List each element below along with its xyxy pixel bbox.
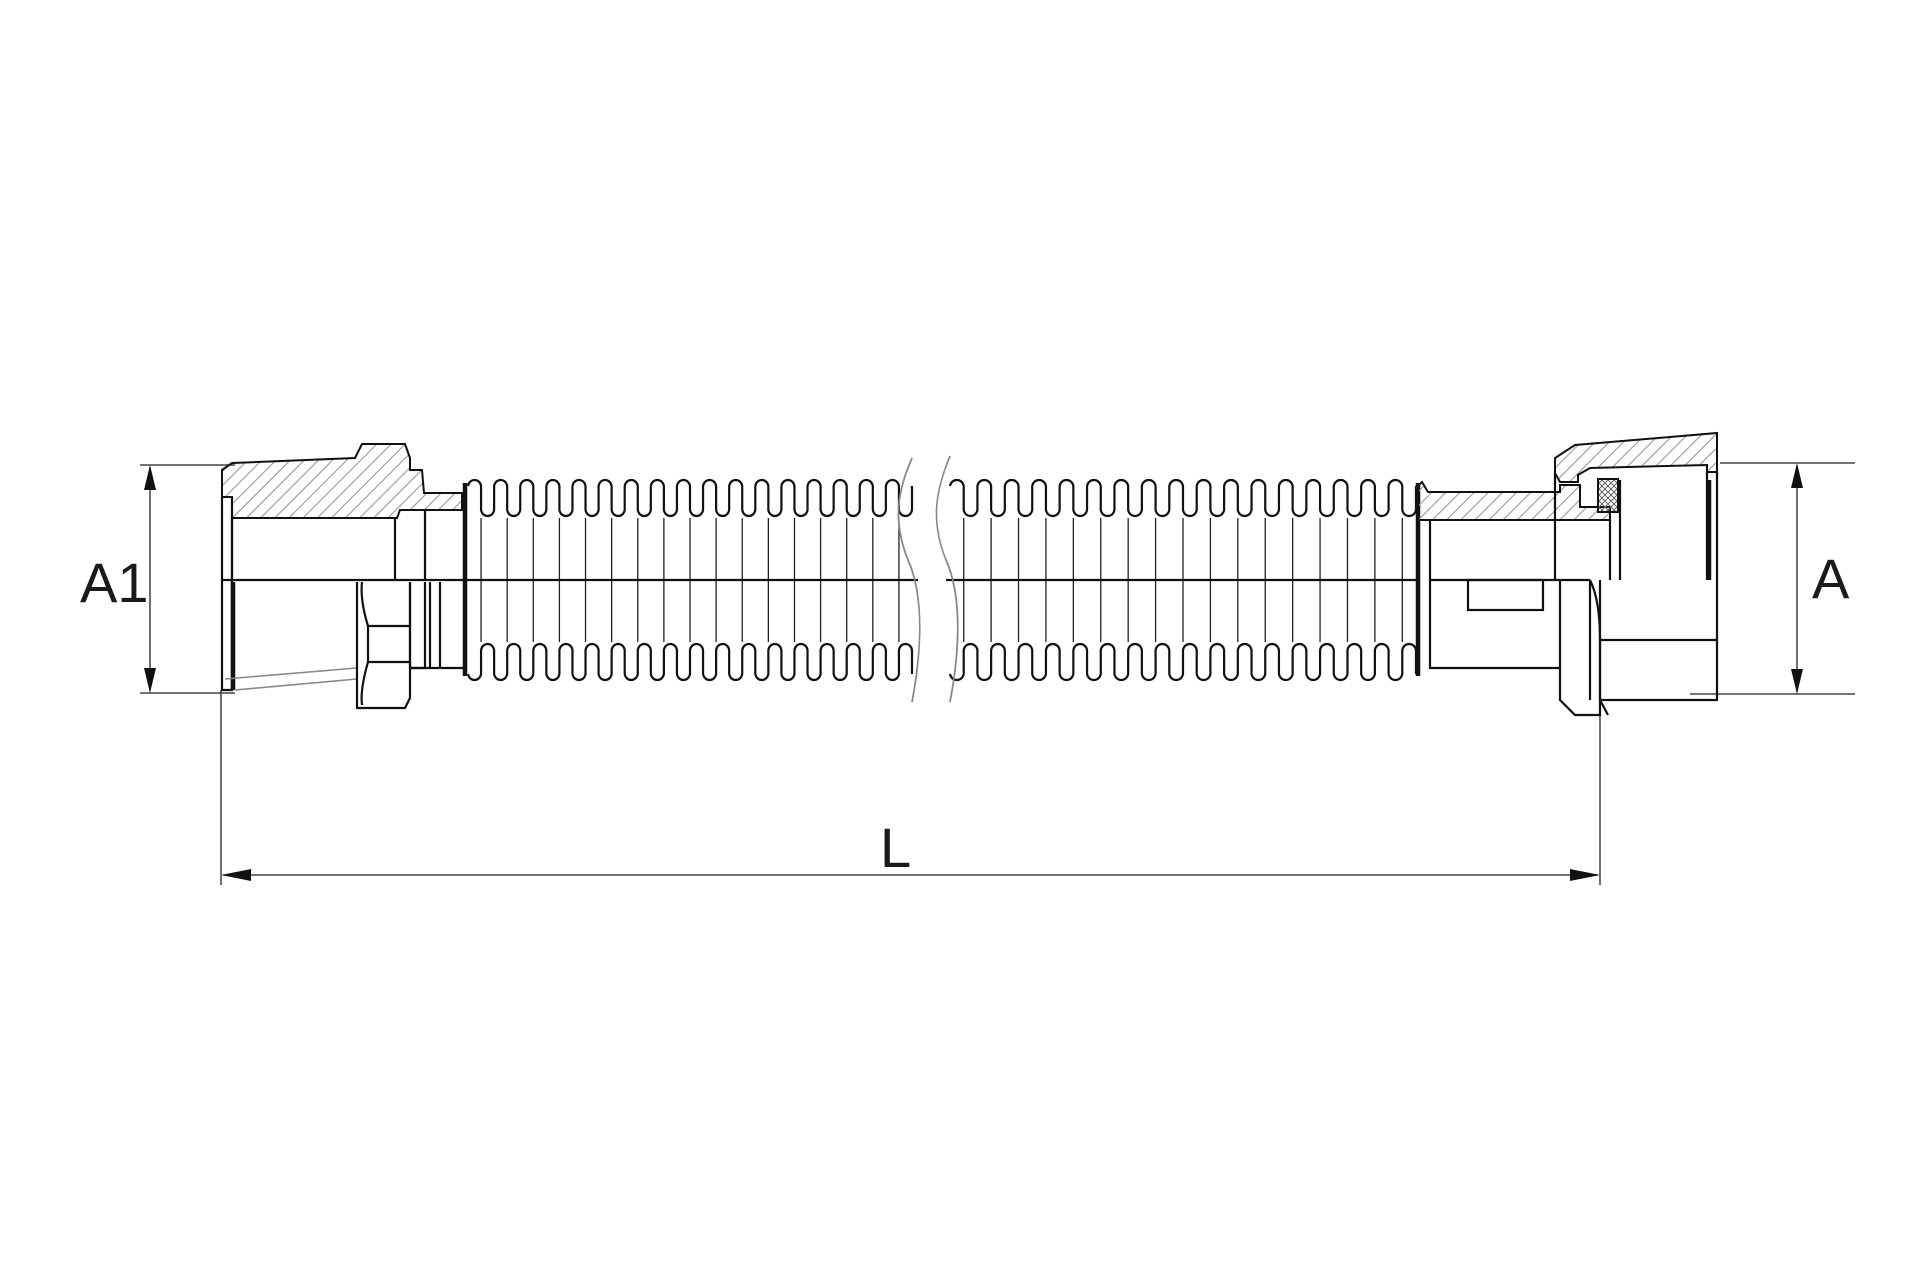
dimension-label-a: A — [1812, 547, 1850, 610]
hose-corrugation-top — [466, 478, 1418, 518]
hose-corrugation-left-top — [466, 478, 914, 518]
hose-corrugation-right-top — [948, 478, 1418, 518]
break-symbol — [897, 454, 959, 706]
dimension-a1: A1 — [80, 464, 235, 694]
hose-corrugation-bottom — [466, 642, 1418, 682]
hose-corrugation-right-bottom — [948, 642, 1418, 682]
dimension-label-l: L — [880, 816, 911, 879]
left-fitting — [220, 443, 465, 710]
hose-corrugation-left-bottom — [466, 642, 914, 682]
right-fitting — [1416, 431, 1719, 717]
dimension-a: A — [1690, 462, 1855, 695]
dimension-label-a1: A1 — [80, 551, 149, 614]
dimension-l: L — [220, 690, 1601, 885]
